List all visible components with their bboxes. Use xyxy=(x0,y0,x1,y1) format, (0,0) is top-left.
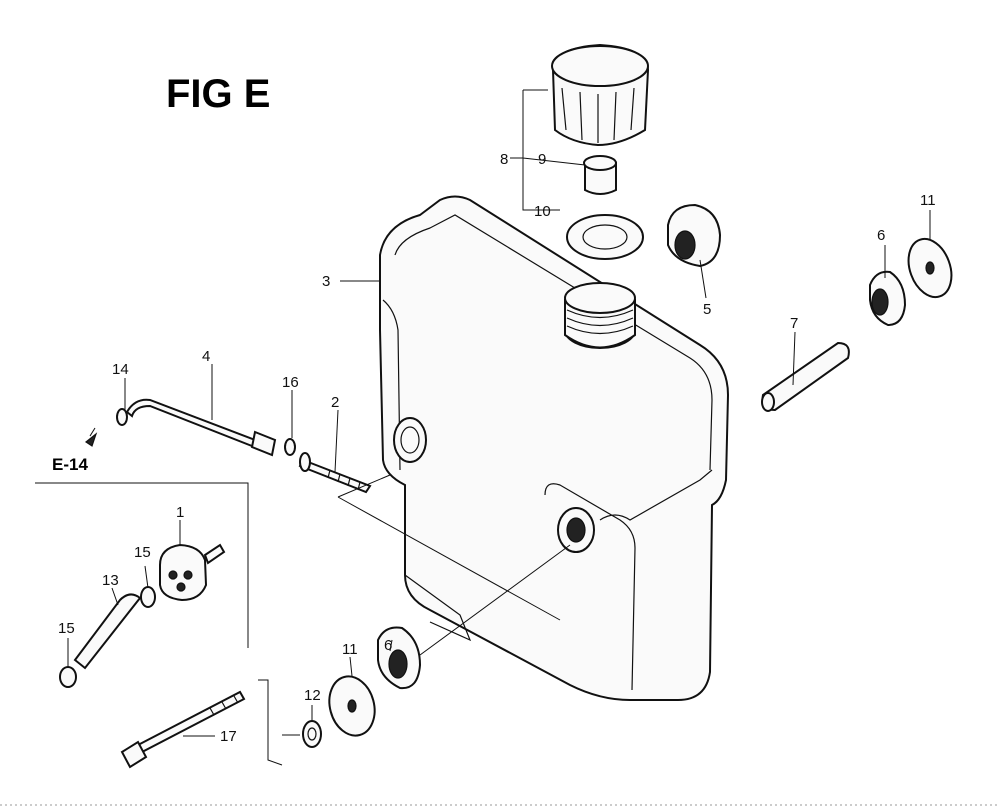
washer-lower xyxy=(328,675,376,737)
callout-11-lower: 11 xyxy=(342,641,358,658)
washer-right xyxy=(907,237,953,299)
clip-15-lower xyxy=(59,666,77,688)
fuel-tank xyxy=(379,195,730,701)
nut-12 xyxy=(302,720,322,748)
callout-3: 3 xyxy=(322,273,330,290)
inset-frame xyxy=(35,482,249,648)
callout-6-lower: 6 xyxy=(384,637,392,654)
callout-4: 4 xyxy=(202,348,210,365)
mount-rubber-right xyxy=(869,270,907,327)
leader-lines xyxy=(67,89,931,766)
reference-arrow xyxy=(84,432,98,447)
fuel-valve xyxy=(159,543,226,602)
callout-15-lower: 15 xyxy=(58,620,75,637)
bolt-17 xyxy=(120,690,246,769)
clip-14 xyxy=(116,408,128,426)
callout-1: 1 xyxy=(176,504,184,521)
callout-5: 5 xyxy=(703,301,711,318)
clip-16 xyxy=(284,438,296,456)
mount-rubber-lower xyxy=(377,626,422,690)
callout-15-upper: 15 xyxy=(134,544,151,561)
callout-9: 9 xyxy=(538,151,546,168)
fuel-cap xyxy=(551,43,650,147)
fuel-tube xyxy=(125,398,277,457)
callout-13: 13 xyxy=(102,572,119,589)
callout-8: 8 xyxy=(500,151,508,168)
callout-10: 10 xyxy=(534,203,551,220)
callout-2: 2 xyxy=(331,394,339,411)
reference-label: E-14 xyxy=(52,455,88,474)
callout-16: 16 xyxy=(282,374,299,391)
cap-gasket xyxy=(566,214,644,260)
fuel-tube-13 xyxy=(73,593,142,670)
bolt-2 xyxy=(298,452,372,494)
collar xyxy=(761,341,850,412)
callout-12: 12 xyxy=(304,687,321,704)
figure-title: FIG E xyxy=(166,72,270,116)
mount-rubber-upper xyxy=(667,203,722,268)
callout-7: 7 xyxy=(790,315,798,332)
cap-insert xyxy=(583,155,617,195)
callout-11-upper: 11 xyxy=(920,192,936,209)
callout-14: 14 xyxy=(112,361,129,378)
callout-17: 17 xyxy=(220,728,237,745)
clip-15-upper xyxy=(140,586,156,608)
callout-6-upper: 6 xyxy=(877,227,885,244)
